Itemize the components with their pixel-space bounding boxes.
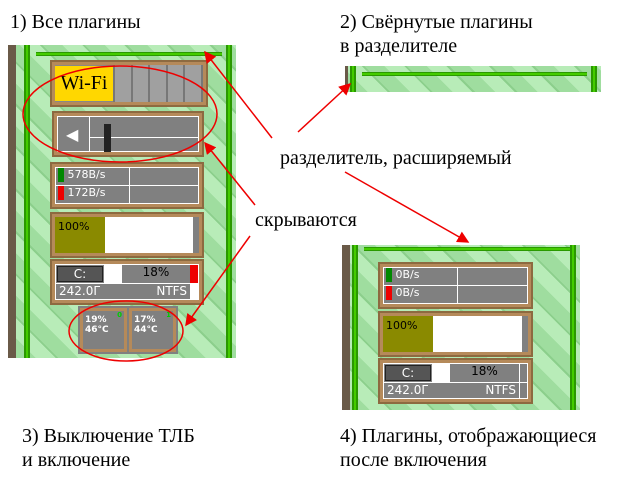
net-upload: 172B/s: [67, 186, 106, 199]
cpu-temp: 44°C: [134, 325, 158, 335]
caption-after-2: после включения: [340, 449, 487, 471]
wifi-label: Wi-Fi: [55, 65, 113, 102]
net-download: 0B/s: [395, 268, 420, 281]
wifi-signal-bars: [113, 65, 203, 102]
splitter[interactable]: [362, 72, 587, 76]
net-upload: 0B/s: [395, 286, 420, 299]
disk-size: 242.0Г: [59, 284, 101, 298]
caption-collapsed: 2) Свёрнутые плагины: [340, 11, 533, 33]
splitter[interactable]: [364, 247, 570, 251]
caption-toggle: 3) Выключение ТЛБ: [22, 425, 195, 447]
panel-collapsed: [345, 66, 601, 92]
caption-after: 4) Плагины, отображающиеся: [340, 425, 597, 447]
disk-plugin[interactable]: C: 18% 242.0Г NTFS: [50, 259, 204, 305]
disk-fs: NTFS: [156, 284, 187, 298]
label-hidden: скрываются: [255, 209, 357, 231]
panel-after-enable: 0B/s 0B/s 100% C: 18% 242.0Г NTFS: [342, 245, 580, 410]
network-plugin[interactable]: 0B/s 0B/s: [378, 262, 533, 309]
cpu-id: 1: [166, 311, 171, 319]
battery-plugin[interactable]: 100%: [50, 212, 204, 258]
cpu-id: 0: [117, 311, 122, 319]
net-download: 578B/s: [67, 168, 106, 181]
disk-size: 242.0Г: [387, 383, 429, 397]
caption-toggle-2: и включение: [22, 449, 131, 471]
battery-level: 100%: [55, 217, 105, 253]
volume-slider[interactable]: [90, 117, 198, 152]
volume-plugin[interactable]: ◀: [52, 111, 204, 157]
battery-level: 100%: [383, 316, 433, 352]
label-splitter: разделитель, расширяемый: [280, 147, 512, 169]
caption-collapsed-2: в разделителе: [340, 35, 458, 57]
arrow-splitter-3: [344, 171, 470, 243]
speaker-icon: ◀: [58, 117, 90, 151]
disk-usage: 18%: [432, 364, 519, 382]
disk-letter: C:: [385, 365, 431, 381]
network-plugin[interactable]: 578B/s 172B/s: [50, 162, 204, 209]
battery-plugin[interactable]: 100%: [378, 311, 533, 357]
disk-usage: 18%: [104, 265, 190, 283]
cpu-temp: 46°C: [85, 325, 109, 335]
disk-fs: NTFS: [485, 383, 516, 397]
arrow-splitter-2: [297, 82, 352, 133]
panel-all-plugins: Wi-Fi ◀ 578B/s 172B/s 100% C: 18% 242.0Г…: [8, 45, 236, 358]
wifi-plugin[interactable]: Wi-Fi: [50, 60, 208, 107]
disk-plugin[interactable]: C: 18% 242.0Г NTFS: [378, 358, 533, 404]
splitter[interactable]: [36, 52, 222, 56]
caption-all-plugins: 1) Все плагины: [10, 11, 141, 33]
disk-letter: C:: [57, 266, 103, 282]
